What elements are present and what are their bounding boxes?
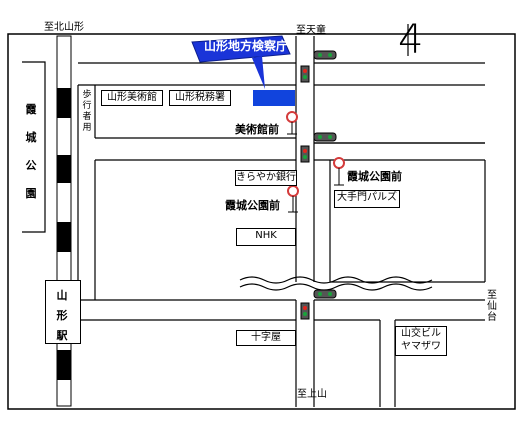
jujiya-box: 十字屋 [236,330,296,346]
bus-stop-icon [333,157,345,186]
river [239,276,433,291]
prosecutor-label-banner [191,35,291,89]
traffic-light-1 [300,50,337,83]
bus-stop-kajo-west-label: 霞城公園前 [225,199,280,212]
direction-east: 至仙台 [487,290,497,323]
bus-stop-kajo-east-label: 霞城公園前 [347,170,402,183]
north-arrow-label: 4 [398,17,424,63]
traffic-light-3 [300,289,337,320]
tax-office-box: 山形税務署 [169,90,231,106]
direction-south: 至上山 [297,389,327,400]
kirayaka-bank-box: きらやか銀行 [235,170,297,186]
station-label: 山形駅 [56,289,68,342]
prosecutor-office-block [253,90,295,106]
roads [77,36,486,407]
station-box [45,280,81,344]
prosecutor-office-label: 山形地方検察庁 [204,39,289,53]
bus-stop-icon [286,111,298,135]
railway-track [56,35,72,407]
sankou-building-box: 山交ビル ヤマザワ [395,326,447,356]
park-outline [22,61,46,233]
otemon-pals-box: 大手門パルズ [334,190,400,208]
traffic-light-2 [300,132,337,163]
bus-stop-icon [287,185,299,213]
walkway-label: 歩行者用 [82,90,92,133]
direction-north-left: 至北山形 [44,22,84,33]
direction-north: 至天童 [296,25,326,36]
museum-box: 山形美術館 [101,90,163,106]
bus-stop-bijutsukan-label: 美術館前 [235,123,279,136]
park-label: 霞城公園 [25,103,37,200]
nhk-box: NHK [236,228,296,246]
